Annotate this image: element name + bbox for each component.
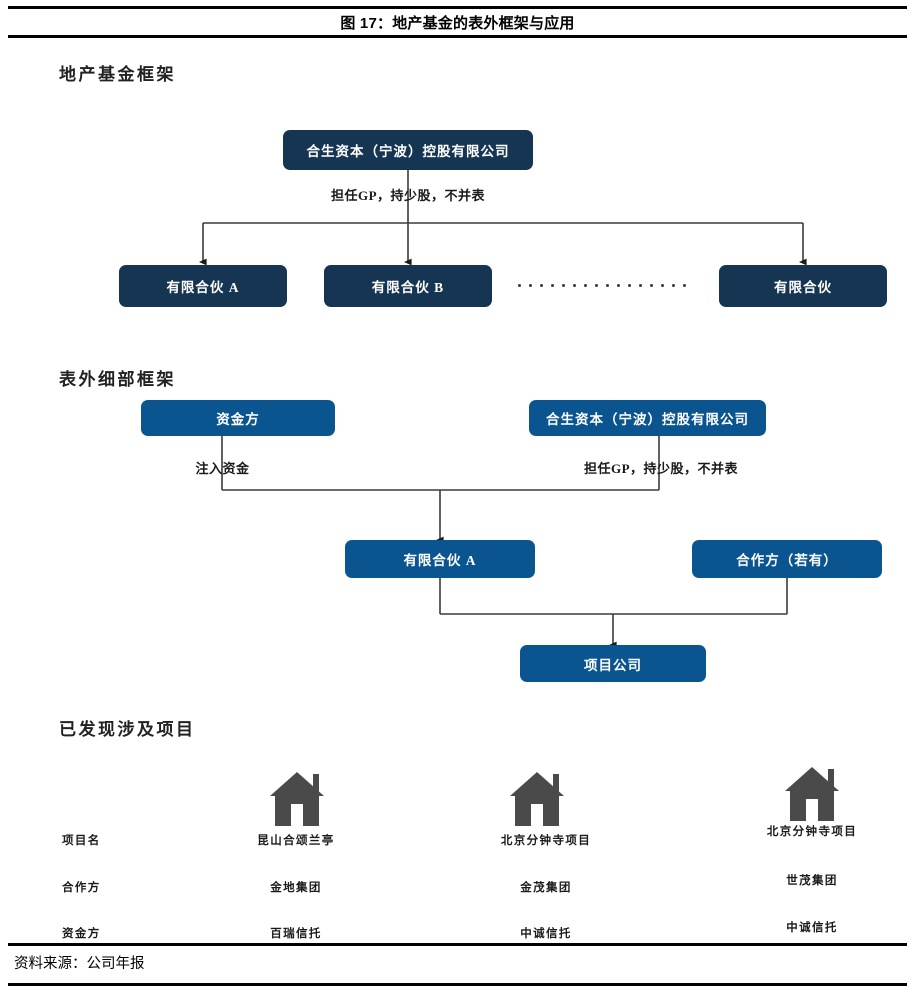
table-cell-funder-3: 中诚信托 <box>786 922 838 934</box>
table-cell-partner-1: 金地集团 <box>270 882 322 894</box>
row-label-funder: 资金方 <box>62 928 101 940</box>
node-limited-partnership-b[interactable]: 有限合伙 B <box>324 265 492 307</box>
node-label: 合作方（若有） <box>736 553 838 568</box>
row-label-project-name: 项目名 <box>62 835 101 847</box>
page-title: 图 17：地产基金的表外框架与应用 <box>340 14 575 32</box>
node-hesheng-capital-manager[interactable]: 合生资本（宁波）控股有限公司 <box>529 400 766 436</box>
section-heading-projects: 已发现涉及项目 <box>59 720 196 739</box>
table-cell-funder-2: 中诚信托 <box>520 928 572 940</box>
edge-label-inject-funds: 注入资金 <box>195 461 250 476</box>
table-cell-funder-1: 百瑞信托 <box>270 928 322 940</box>
row-label-partner: 合作方 <box>62 882 101 894</box>
node-label: 资金方 <box>216 412 260 427</box>
figure-top-rule <box>8 6 907 9</box>
table-cell-partner-3: 世茂集团 <box>786 875 838 887</box>
figure-source-note: 资料来源：公司年报 <box>14 956 145 972</box>
node-label: 合生资本（宁波）控股有限公司 <box>306 144 510 159</box>
node-limited-partnership-a[interactable]: 有限合伙 A <box>119 265 287 307</box>
node-project-company[interactable]: 项目公司 <box>520 645 706 682</box>
node-label: 有限合伙 A <box>166 280 240 295</box>
node-label: 项目公司 <box>584 657 642 673</box>
ellipsis-dots <box>518 284 686 287</box>
section-heading-fund-framework: 地产基金框架 <box>59 65 176 84</box>
node-hesheng-capital-parent[interactable]: 合生资本（宁波）控股有限公司 <box>283 130 533 170</box>
node-cooperator[interactable]: 合作方（若有） <box>692 540 882 578</box>
figure-footer-rule-bottom <box>8 983 907 986</box>
edge-label-gp-terms-2: 担任GP，持少股，不并表 <box>583 461 739 476</box>
figure-title-bar: 图 17：地产基金的表外框架与应用 <box>8 9 907 35</box>
figure-title-rule <box>8 35 907 38</box>
node-label: 合生资本（宁波）控股有限公司 <box>546 412 749 427</box>
table-cell-project-name-2: 北京分钟寺项目 <box>500 835 592 847</box>
figure-footer-rule-top <box>8 943 907 946</box>
house-icon <box>510 772 564 826</box>
edge-label-gp-terms: 担任GP，持少股，不并表 <box>330 188 486 203</box>
section-heading-offbalance-framework: 表外细部框架 <box>59 370 176 389</box>
node-label: 有限合伙 B <box>371 280 445 295</box>
table-cell-partner-2: 金茂集团 <box>520 882 572 894</box>
table-cell-project-name-1: 昆山合颂兰亭 <box>257 835 335 847</box>
node-label: 有限合伙 A <box>403 553 477 568</box>
house-icon <box>270 772 324 826</box>
table-cell-project-name-3: 北京分钟寺项目 <box>766 826 858 838</box>
house-icon <box>785 767 839 821</box>
node-partnership-a[interactable]: 有限合伙 A <box>345 540 535 578</box>
node-limited-partnership-n[interactable]: 有限合伙 <box>719 265 887 307</box>
node-funder[interactable]: 资金方 <box>141 400 335 436</box>
node-label: 有限合伙 <box>774 280 832 295</box>
